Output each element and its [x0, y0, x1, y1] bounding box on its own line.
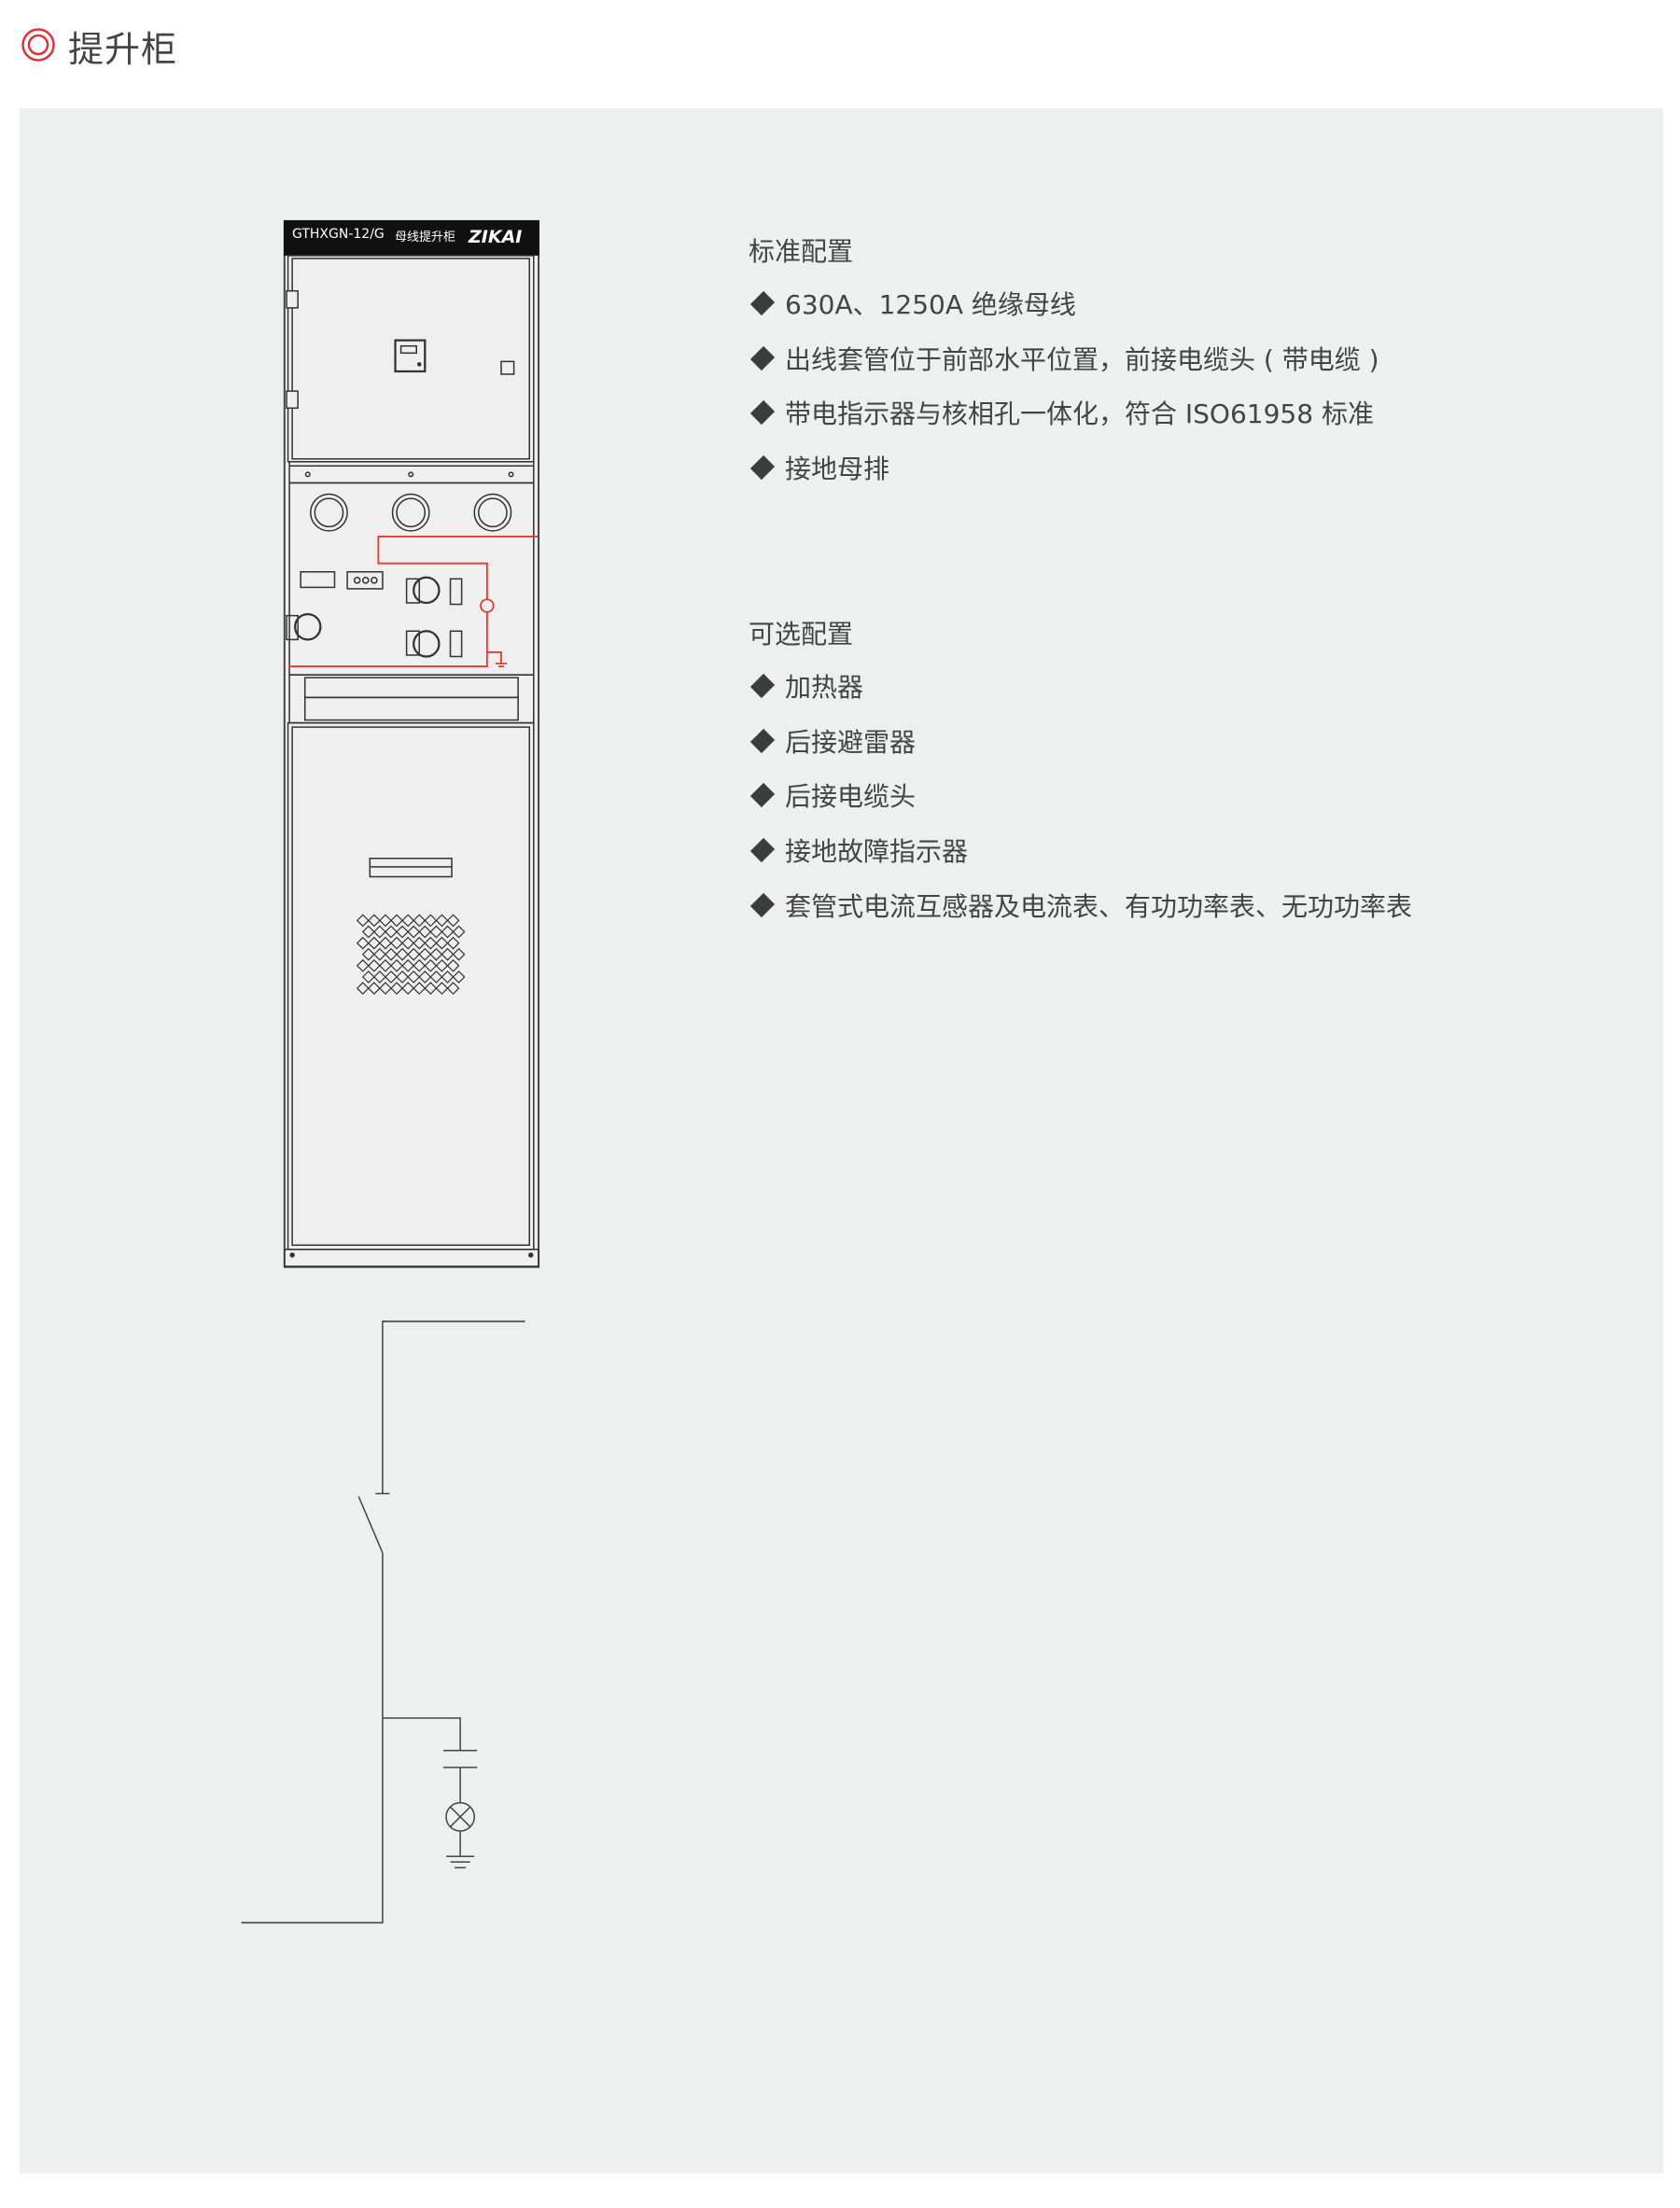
list-item: 带电指示器与核相孔一体化，符合 ISO61958 标准 [749, 394, 1374, 431]
diamond-bullet-icon [749, 290, 776, 316]
mesh-cell [356, 914, 370, 928]
mesh-cell [407, 925, 421, 939]
mesh-cell [396, 947, 409, 961]
mesh-cell [446, 958, 460, 972]
mesh-cell [407, 947, 421, 961]
mesh-cell [367, 936, 381, 950]
mesh-cell [396, 970, 409, 984]
mesh-cell [413, 936, 427, 950]
diamond-bullet-icon [749, 454, 776, 481]
mesh-cell [424, 914, 438, 928]
item-text: 套管式电流互感器及电流表、有功功率表、无功功率表 [785, 891, 1413, 922]
cabinet-name: 母线提升柜 [395, 231, 456, 245]
mesh-cell [429, 925, 443, 939]
diamond-bullet-icon [749, 673, 776, 699]
mesh-cell [379, 936, 392, 950]
list-item: 接地故障指示器 [749, 831, 968, 869]
item-text: 后接电缆头 [785, 781, 917, 812]
mesh-cell [356, 958, 370, 972]
item-text: 带电指示器与核相孔一体化，符合 ISO61958 标准 [785, 398, 1374, 429]
mesh-cell [418, 947, 432, 961]
mesh-cell [441, 947, 455, 961]
mesh-cell [424, 958, 438, 972]
mesh-cell [385, 925, 398, 939]
mesh-cell [435, 982, 449, 995]
mesh-cell [367, 914, 381, 928]
mesh-cell [441, 970, 455, 984]
mesh-cell [361, 925, 375, 939]
mesh-cell [356, 982, 370, 995]
item-text: 后接避雷器 [785, 727, 917, 758]
item-text: 630A、1250A 绝缘母线 [785, 289, 1076, 320]
mesh-cell [413, 914, 427, 928]
mesh-cell [413, 958, 427, 972]
diamond-bullet-icon [749, 837, 776, 863]
mesh-cell [361, 970, 375, 984]
list-item: 后接避雷器 [749, 722, 916, 760]
mesh-cell [407, 970, 421, 984]
mesh-cell [401, 936, 415, 950]
item-text: 加热器 [785, 672, 864, 703]
mesh-cell [435, 914, 449, 928]
mesh-cell [413, 982, 427, 995]
diamond-bullet-icon [749, 728, 776, 754]
mesh-cell [390, 936, 403, 950]
mesh-cell [372, 970, 386, 984]
mesh-cell [379, 914, 392, 928]
mesh-cell [390, 914, 403, 928]
mesh-cell [424, 982, 438, 995]
list-item: 后接电缆头 [749, 776, 916, 814]
mesh-cell [401, 958, 415, 972]
mesh-cell [401, 914, 415, 928]
diamond-bullet-icon [749, 345, 776, 371]
mesh-cell [435, 958, 449, 972]
mesh-cell [385, 970, 398, 984]
cabinet-model: GTHXGN-12/G [292, 227, 385, 242]
single-line-diagram [241, 1321, 525, 1924]
mesh-cell [379, 958, 392, 972]
mesh-cell [446, 914, 460, 928]
diamond-bullet-icon [749, 399, 776, 426]
mesh-cell [418, 925, 432, 939]
mesh-cell [429, 947, 443, 961]
mesh-cell [361, 947, 375, 961]
double-circle-icon [21, 28, 55, 62]
mesh-cell [452, 970, 466, 984]
mesh-cell [452, 925, 466, 939]
diamond-bullet-icon [749, 782, 776, 808]
mesh-cell [356, 936, 370, 950]
mesh-cell [418, 970, 432, 984]
mesh-cell [367, 958, 381, 972]
list-item: 出线套管位于前部水平位置，前接电缆头 ( 带电缆 ) [749, 340, 1379, 377]
mesh-cell [424, 936, 438, 950]
standard-config-title: 标准配置 [749, 236, 854, 267]
mesh-cell [379, 982, 392, 995]
mesh-cell [372, 925, 386, 939]
mesh-cell [446, 936, 460, 950]
mesh-cell [429, 970, 443, 984]
item-text: 接地母排 [785, 454, 890, 484]
item-text: 接地故障指示器 [785, 836, 969, 867]
list-item: 套管式电流互感器及电流表、有功功率表、无功功率表 [749, 887, 1412, 924]
mesh-cell [401, 982, 415, 995]
page-title: 提升柜 [68, 29, 178, 70]
list-item: 加热器 [749, 667, 863, 705]
mesh-cell [452, 947, 466, 961]
mesh-cell [390, 982, 403, 995]
mesh-cell [446, 982, 460, 995]
list-item: 630A、1250A 绝缘母线 [749, 285, 1076, 322]
mesh-cell [396, 925, 409, 939]
list-item: 接地母排 [749, 449, 889, 486]
brand-logo: ZIKAI [469, 227, 523, 247]
mesh-cell [367, 982, 381, 995]
item-text: 出线套管位于前部水平位置，前接电缆头 ( 带电缆 ) [785, 344, 1379, 375]
mesh-cell [385, 947, 398, 961]
mesh-cell [390, 958, 403, 972]
mesh-cell [435, 936, 449, 950]
mesh-cell [441, 925, 455, 939]
mesh-cell [372, 947, 386, 961]
optional-config-title: 可选配置 [749, 619, 854, 650]
diamond-bullet-icon [749, 892, 776, 918]
